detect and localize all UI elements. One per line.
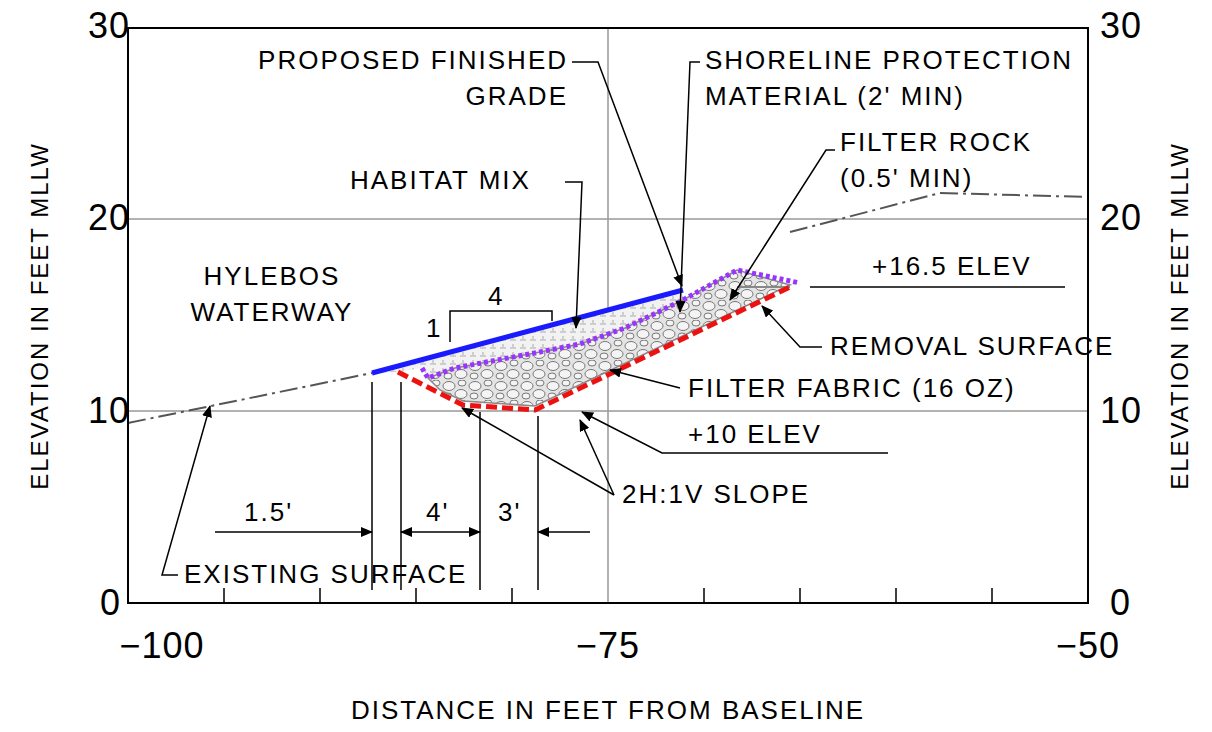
slope-label: 2H:1V SLOPE bbox=[622, 476, 810, 512]
axis-tick-label: 30 bbox=[1100, 8, 1142, 44]
axis-title: ELEVATION IN FEET MLLW bbox=[28, 142, 52, 490]
area-label: HYLEBOS WATERWAY bbox=[167, 258, 377, 331]
axis-tick-label: 0 bbox=[1110, 585, 1131, 621]
axis-tick-label: 10 bbox=[88, 393, 130, 429]
material-label: SHORELINE PROTECTION MATERIAL (2' MIN) bbox=[705, 42, 1125, 115]
axis-tick-label: 30 bbox=[88, 8, 130, 44]
elevation-label: +16.5 ELEV bbox=[872, 248, 1032, 284]
callout-label: REMOVAL SURFACE bbox=[830, 328, 1114, 364]
existing-surface bbox=[128, 373, 372, 423]
material-label: FILTER FABRIC (16 OZ) bbox=[688, 370, 1016, 406]
material-label: FILTER ROCK (0.5' MIN) bbox=[840, 124, 1080, 197]
callout-label: EXISTING SURFACE bbox=[184, 556, 467, 592]
dimension-label: 3' bbox=[498, 494, 521, 530]
slope-number: 1 bbox=[426, 310, 442, 346]
existing-surface bbox=[790, 193, 1088, 232]
axis-title: ELEVATION IN FEET MLLW bbox=[1168, 142, 1192, 490]
grid bbox=[128, 28, 1088, 603]
top-line bbox=[737, 286, 790, 288]
axis-tick-label: 20 bbox=[1100, 200, 1142, 236]
axis-tick-label: 0 bbox=[100, 585, 121, 621]
material-label: HABITAT MIX bbox=[350, 162, 531, 198]
filter-rock-line bbox=[422, 270, 800, 378]
dimension-lines bbox=[215, 382, 590, 590]
plot-frame bbox=[128, 28, 1088, 603]
axis-tick-label: −50 bbox=[1056, 628, 1120, 664]
axis-tick-label: 20 bbox=[88, 200, 130, 236]
dimension-label: 4' bbox=[426, 494, 449, 530]
finished-grade bbox=[372, 290, 683, 373]
axis-title: DISTANCE IN FEET FROM BASELINE bbox=[351, 692, 865, 728]
axis-tick-label: −75 bbox=[576, 628, 640, 664]
axis-tick-label: 10 bbox=[1100, 393, 1142, 429]
slope-indicator bbox=[450, 311, 552, 342]
callout-label: PROPOSED FINISHED GRADE bbox=[258, 42, 568, 115]
axis-tick-label: −100 bbox=[119, 628, 204, 664]
dimension-label: 1.5' bbox=[244, 494, 293, 530]
elevation-label: +10 ELEV bbox=[688, 416, 822, 452]
slope-number: 4 bbox=[488, 278, 504, 314]
ticks bbox=[224, 588, 992, 603]
